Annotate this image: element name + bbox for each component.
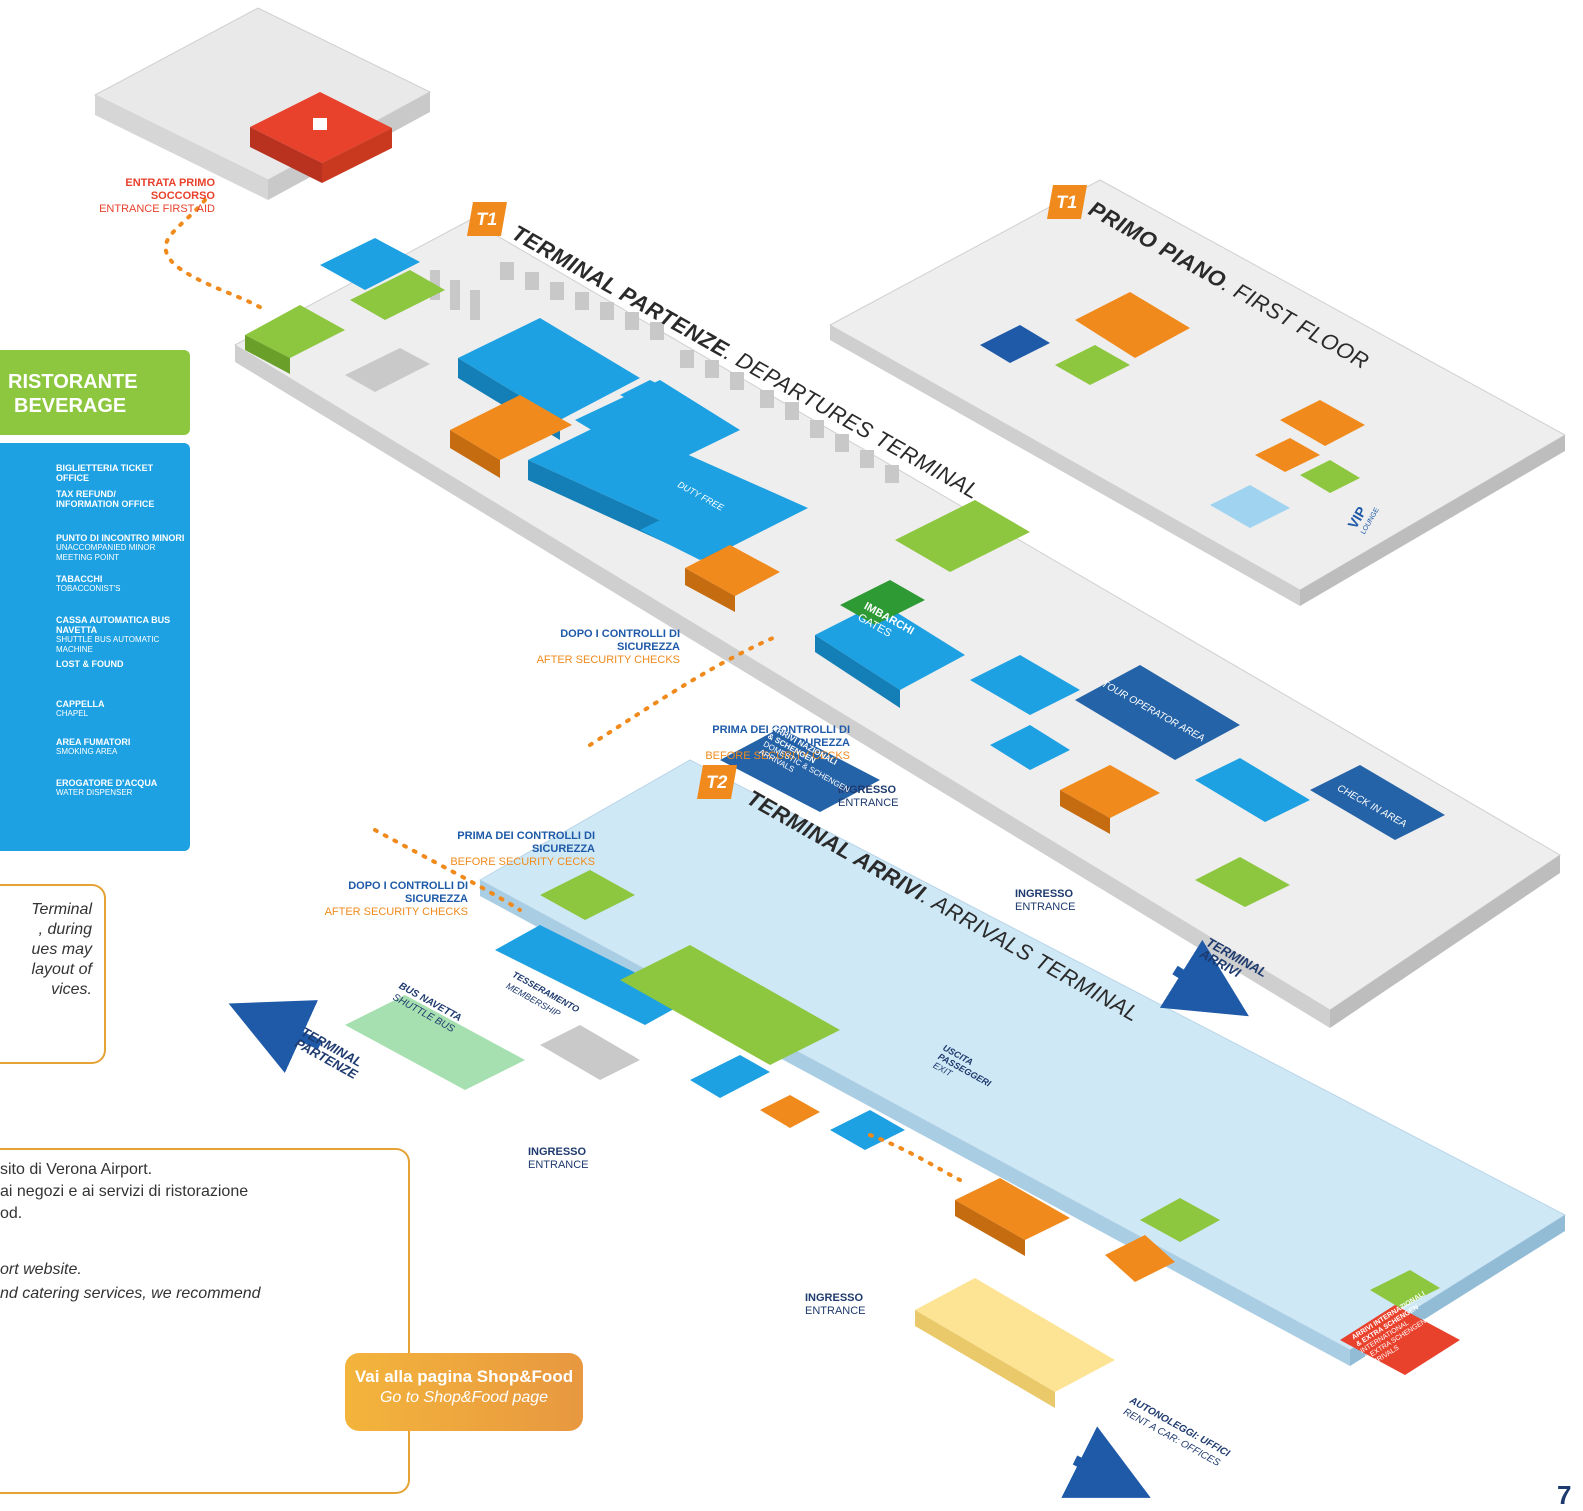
shop-food-button[interactable]: Vai alla pagina Shop&Food Go to Shop&Foo… [345, 1353, 583, 1431]
entrance-it: INGRESSO [528, 1146, 587, 1158]
shop-food-button-sublabel: Go to Shop&Food page [379, 1389, 549, 1406]
first-aid-label-en: ENTRANCE FIRST AID [99, 203, 215, 215]
first-aid-label-it: ENTRATA PRIMO SOCCORSO [125, 177, 215, 202]
terminal-note-box: Terminal , during ues may layout of vice… [0, 884, 106, 1064]
legend-item-it: CASSA AUTOMATICA BUS NAVETTA [56, 615, 171, 635]
before-security-it: PRIMA DEI CONTROLLI DI SICUREZZA [712, 724, 850, 749]
departures-shops [245, 238, 1445, 907]
legend-item: BIGLIETTERIA TICKET OFFICE [56, 463, 186, 483]
legend-item-en: SMOKING AREA [56, 747, 118, 756]
page-number: 7 [1557, 1480, 1572, 1510]
website-note-line: ai negozi e ai servizi di ristorazione [0, 1183, 249, 1200]
legend-header: RISTORANTE BEVERAGE [0, 350, 190, 435]
after-security-en: AFTER SECURITY CHECKS [324, 906, 468, 918]
first-aid-label: ENTRATA PRIMO SOCCORSO ENTRANCE FIRST AI… [65, 177, 215, 216]
after-security-en: AFTER SECURITY CHECKS [536, 654, 680, 666]
legend-item-en: INFORMATION OFFICE [56, 499, 155, 509]
legend-header-line2: BEVERAGE [14, 395, 127, 417]
entrance-en: ENTRANCE [838, 797, 899, 809]
t2-arrivals-badge: T2 [697, 765, 737, 799]
legend-item-it: TAX REFUND/ [56, 489, 116, 499]
legend-item-en: WATER DISPENSER [56, 788, 133, 797]
t1-departures-badge: T1 [467, 202, 507, 236]
gate-pillars [430, 262, 899, 483]
before-security-en: BEFORE SECURITY CECKS [450, 856, 595, 868]
before-security-en: BEFORE SECURITY CECKS [705, 750, 850, 762]
security-paths [373, 633, 962, 1182]
entrance-it: INGRESSO [838, 784, 897, 796]
after-security-it: DOPO I CONTROLLI DI SICUREZZA [348, 880, 468, 905]
website-note-box: sito di Verona Airport. ai negozi e ai s… [0, 1148, 410, 1494]
legend-item-it: PUNTO DI INCONTRO MINORI [56, 533, 185, 543]
entrance-en: ENTRANCE [805, 1305, 866, 1317]
legend-item-en: SHUTTLE BUS AUTOMATIC MACHINE [56, 635, 160, 654]
legend-item-en: UNACCOMPANIED MINOR MEETING POINT [56, 543, 156, 562]
shop-food-button-label: Vai alla pagina Shop&Food [354, 1367, 574, 1386]
entrance-en: ENTRANCE [528, 1159, 589, 1171]
first-aid-building [93, 7, 432, 200]
website-note-line: sito di Verona Airport. [0, 1161, 153, 1178]
after-security-it: DOPO I CONTROLLI DI SICUREZZA [560, 628, 680, 653]
direction-arrows [228, 939, 1249, 1498]
legend-header-line1: RISTORANTE [8, 371, 138, 393]
after-security-label: DOPO I CONTROLLI DI SICUREZZA AFTER SECU… [500, 628, 680, 667]
legend-item: TAX REFUND/INFORMATION OFFICE [56, 489, 186, 509]
legend-item-it: AREA FUMATORI [56, 737, 131, 747]
before-security-label: PRIMA DEI CONTROLLI DI SICUREZZA BEFORE … [660, 724, 850, 763]
entrance-en: ENTRANCE [1015, 901, 1076, 913]
first-floor [828, 179, 1567, 606]
legend-item-it: BIGLIETTERIA TICKET OFFICE [56, 463, 154, 483]
website-note-line: od. [0, 1205, 23, 1222]
website-note-line: nd catering services, we recommend [0, 1285, 261, 1302]
legend-item-en: CHAPEL [56, 709, 89, 718]
legend-item-it: LOST & FOUND [56, 659, 124, 669]
arrivals-floor [345, 728, 1567, 1408]
legend-item: LOST & FOUND [56, 659, 186, 669]
first-aid-path [163, 198, 267, 312]
terminal-note-text: Terminal , during ues may layout of vice… [31, 901, 92, 998]
before-security-it: PRIMA DEI CONTROLLI DI SICUREZZA [457, 830, 595, 855]
legend-panel: BIGLIETTERIA TICKET OFFICE TAX REFUND/IN… [0, 443, 190, 851]
legend-item-it: EROGATORE D'ACQUA [56, 778, 158, 788]
website-note-line: ort website. [0, 1261, 82, 1278]
legend-item-en: TOBACCONIST'S [56, 584, 121, 593]
t1-first-floor-badge: T1 [1047, 185, 1087, 219]
legend-item-it: CAPPELLA [56, 699, 105, 709]
legend-item-it: TABACCHI [56, 574, 103, 584]
entrance-it: INGRESSO [805, 1292, 864, 1304]
before-security-label: PRIMA DEI CONTROLLI DI SICUREZZA BEFORE … [400, 830, 595, 869]
after-security-label: DOPO I CONTROLLI DI SICUREZZA AFTER SECU… [290, 880, 468, 919]
entrance-it: INGRESSO [1015, 888, 1074, 900]
